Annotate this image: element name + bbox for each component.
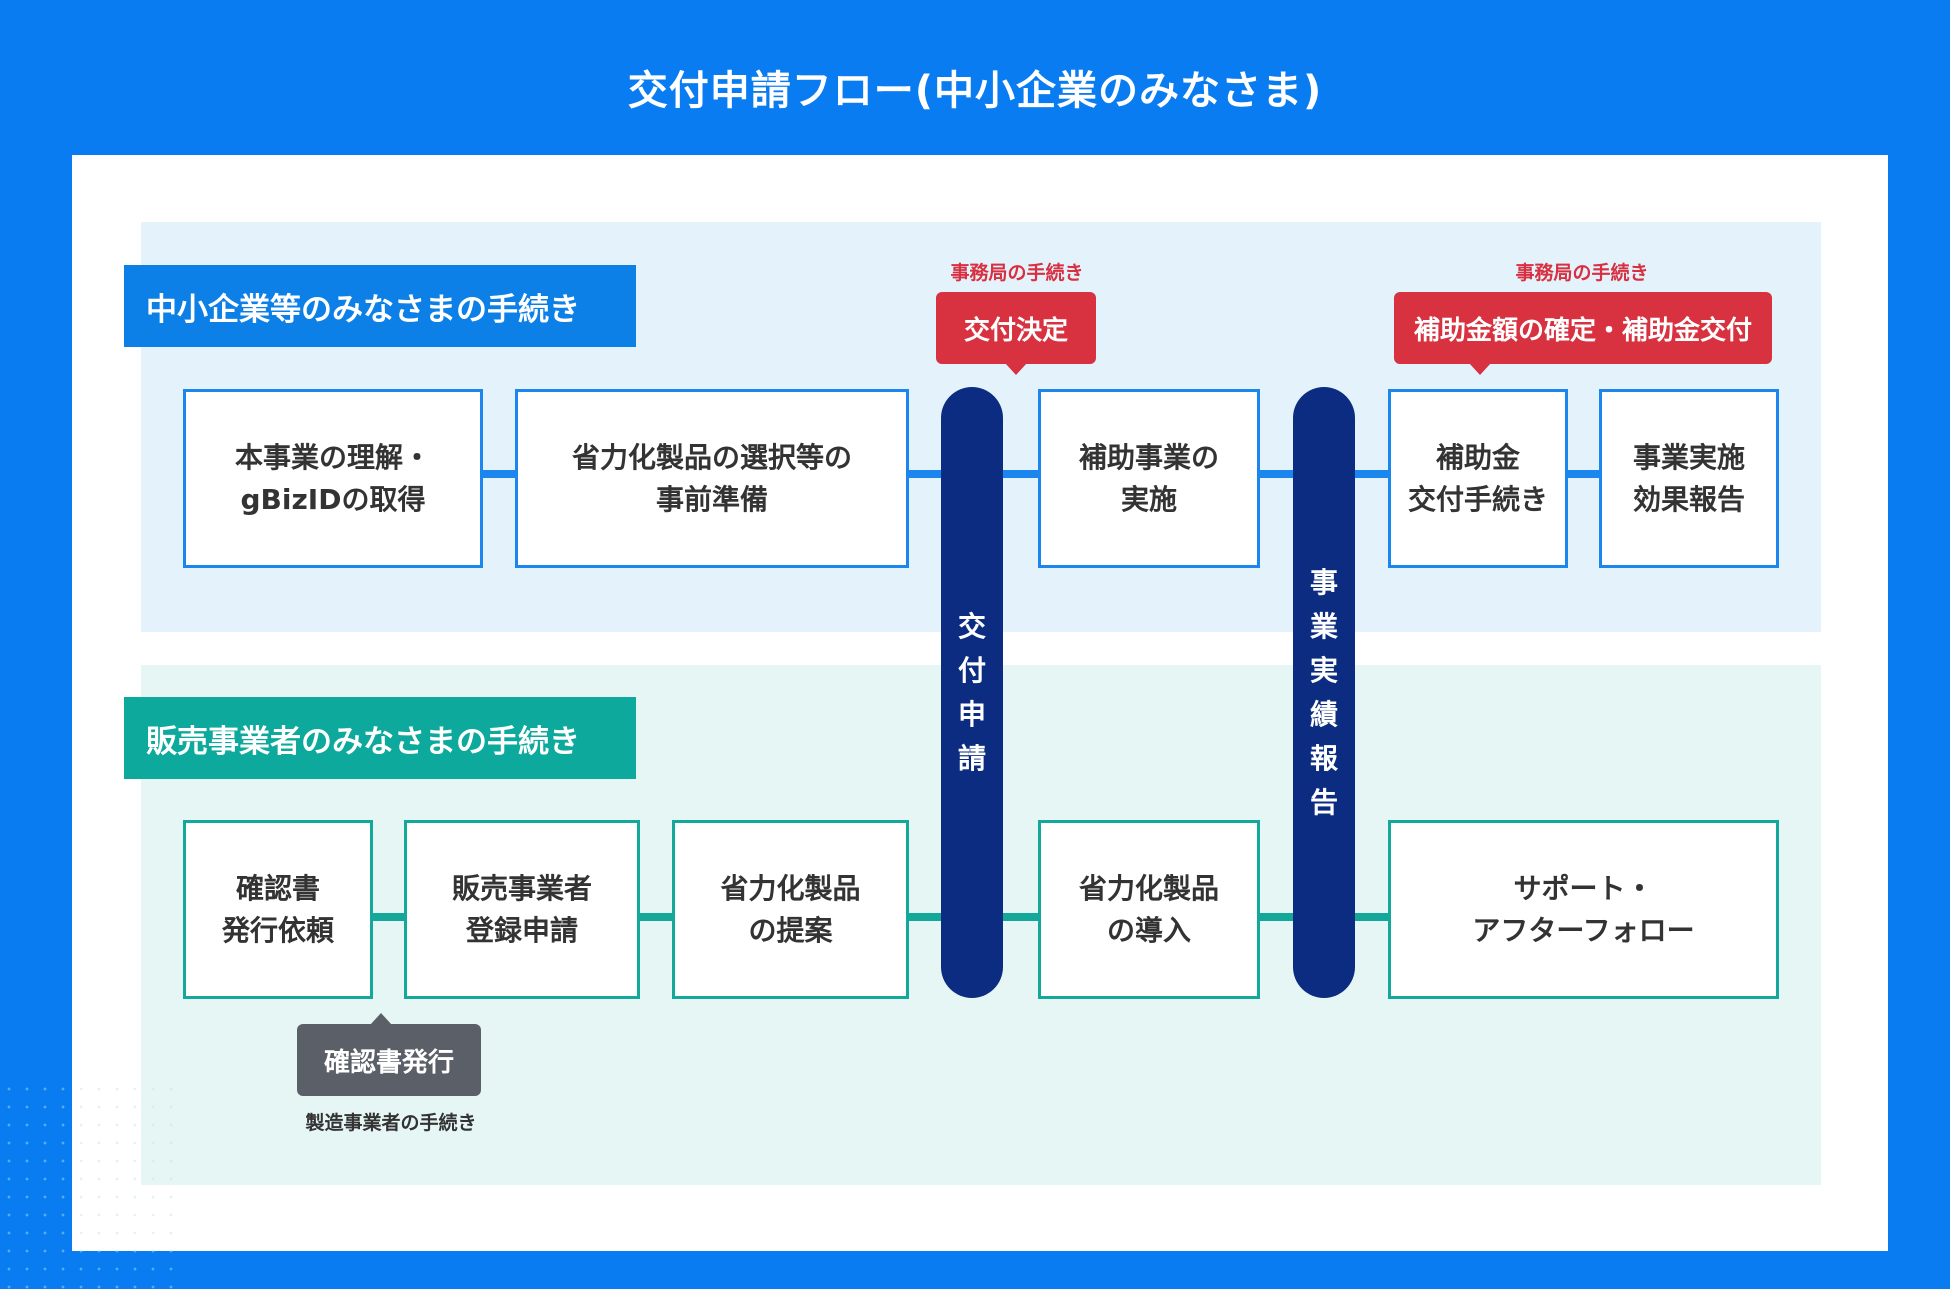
secretariat-note: 事務局の手続き <box>1515 262 1649 284</box>
step-request-confirmation: 確認書 発行依頼 <box>183 820 373 999</box>
connector <box>638 913 674 921</box>
step-understand-gbizid: 本事業の理解・ gBizIDの取得 <box>183 389 483 568</box>
confirmation-issue-tag: 確認書発行 <box>297 1013 481 1096</box>
connector <box>1566 470 1602 478</box>
grant-payment-tag: 補助金額の確定・補助金交付 <box>1394 292 1772 375</box>
step-support-followup: サポート・ アフターフォロー <box>1388 820 1779 999</box>
connector <box>371 913 407 921</box>
manufacturer-note: 製造事業者の手続き <box>305 1112 477 1134</box>
step-preparation: 省力化製品の選択等の 事前準備 <box>515 389 909 568</box>
step-implementation: 補助事業の 実施 <box>1038 389 1260 568</box>
milestone-char: 業 <box>1309 609 1338 643</box>
grant-decision-tag: 交付決定 <box>936 292 1096 375</box>
vendor-section-label: 販売事業者のみなさまの手続き <box>124 697 636 779</box>
decorative-dots <box>0 1080 180 1289</box>
milestone-char: 績 <box>1309 697 1338 731</box>
milestone-char: 事 <box>1309 565 1338 599</box>
milestone-char: 報 <box>1309 741 1338 775</box>
connector <box>481 470 517 478</box>
step-grant-procedure: 補助金 交付手続き <box>1388 389 1568 568</box>
step-product-proposal: 省力化製品 の提案 <box>672 820 909 999</box>
callout-pointer <box>1005 363 1027 375</box>
sme-section-label: 中小企業等のみなさまの手続き <box>124 265 636 347</box>
step-product-introduction: 省力化製品 の導入 <box>1038 820 1260 999</box>
milestone-grant-application: 交 付 申 請 <box>941 387 1003 998</box>
milestone-performance-report: 事 業 実 績 報 告 <box>1293 387 1355 998</box>
step-vendor-registration: 販売事業者 登録申請 <box>404 820 640 999</box>
milestone-char: 請 <box>957 741 986 775</box>
milestone-char: 実 <box>1309 653 1338 687</box>
milestone-char: 付 <box>957 653 986 687</box>
step-effect-report: 事業実施 効果報告 <box>1599 389 1779 568</box>
page-title: 交付申請フロー(中小企業のみなさま) <box>627 68 1323 114</box>
milestone-char: 申 <box>957 697 986 731</box>
milestone-char: 交 <box>957 609 986 643</box>
callout-pointer <box>1469 363 1491 375</box>
milestone-char: 告 <box>1309 785 1338 819</box>
callout-pointer <box>370 1013 392 1025</box>
secretariat-note: 事務局の手続き <box>950 262 1084 284</box>
